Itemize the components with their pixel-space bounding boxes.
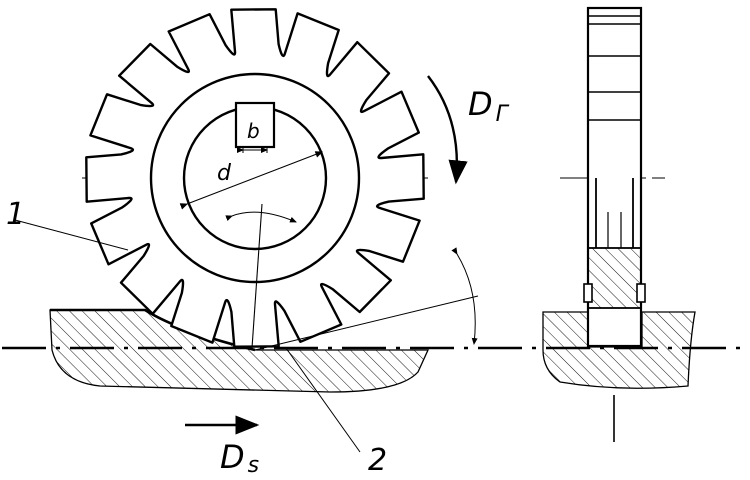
label-feed-sub: s (248, 453, 259, 478)
workpiece-side-hatch (542, 311, 696, 389)
workpiece-side (542, 311, 696, 389)
label-bore-diameter: d (217, 161, 232, 186)
label-part-2: 2 (368, 443, 387, 478)
label-rotation-prefix: D (468, 85, 493, 123)
rotation-arrow (427, 75, 468, 185)
label-feed-prefix: D (220, 438, 245, 476)
bore-diameter-dimension (179, 151, 324, 210)
leader-lines (14, 219, 361, 453)
radius-to-contact (251, 203, 263, 349)
label-rotation-sub: Г (496, 102, 510, 127)
milling-cutter-side (583, 6, 646, 348)
cutter-side-contact (587, 247, 642, 309)
label-key-width: b (247, 119, 260, 143)
angle-construction (254, 247, 479, 351)
milling-cutter-front (85, 8, 425, 349)
label-part-1: 1 (6, 197, 25, 232)
